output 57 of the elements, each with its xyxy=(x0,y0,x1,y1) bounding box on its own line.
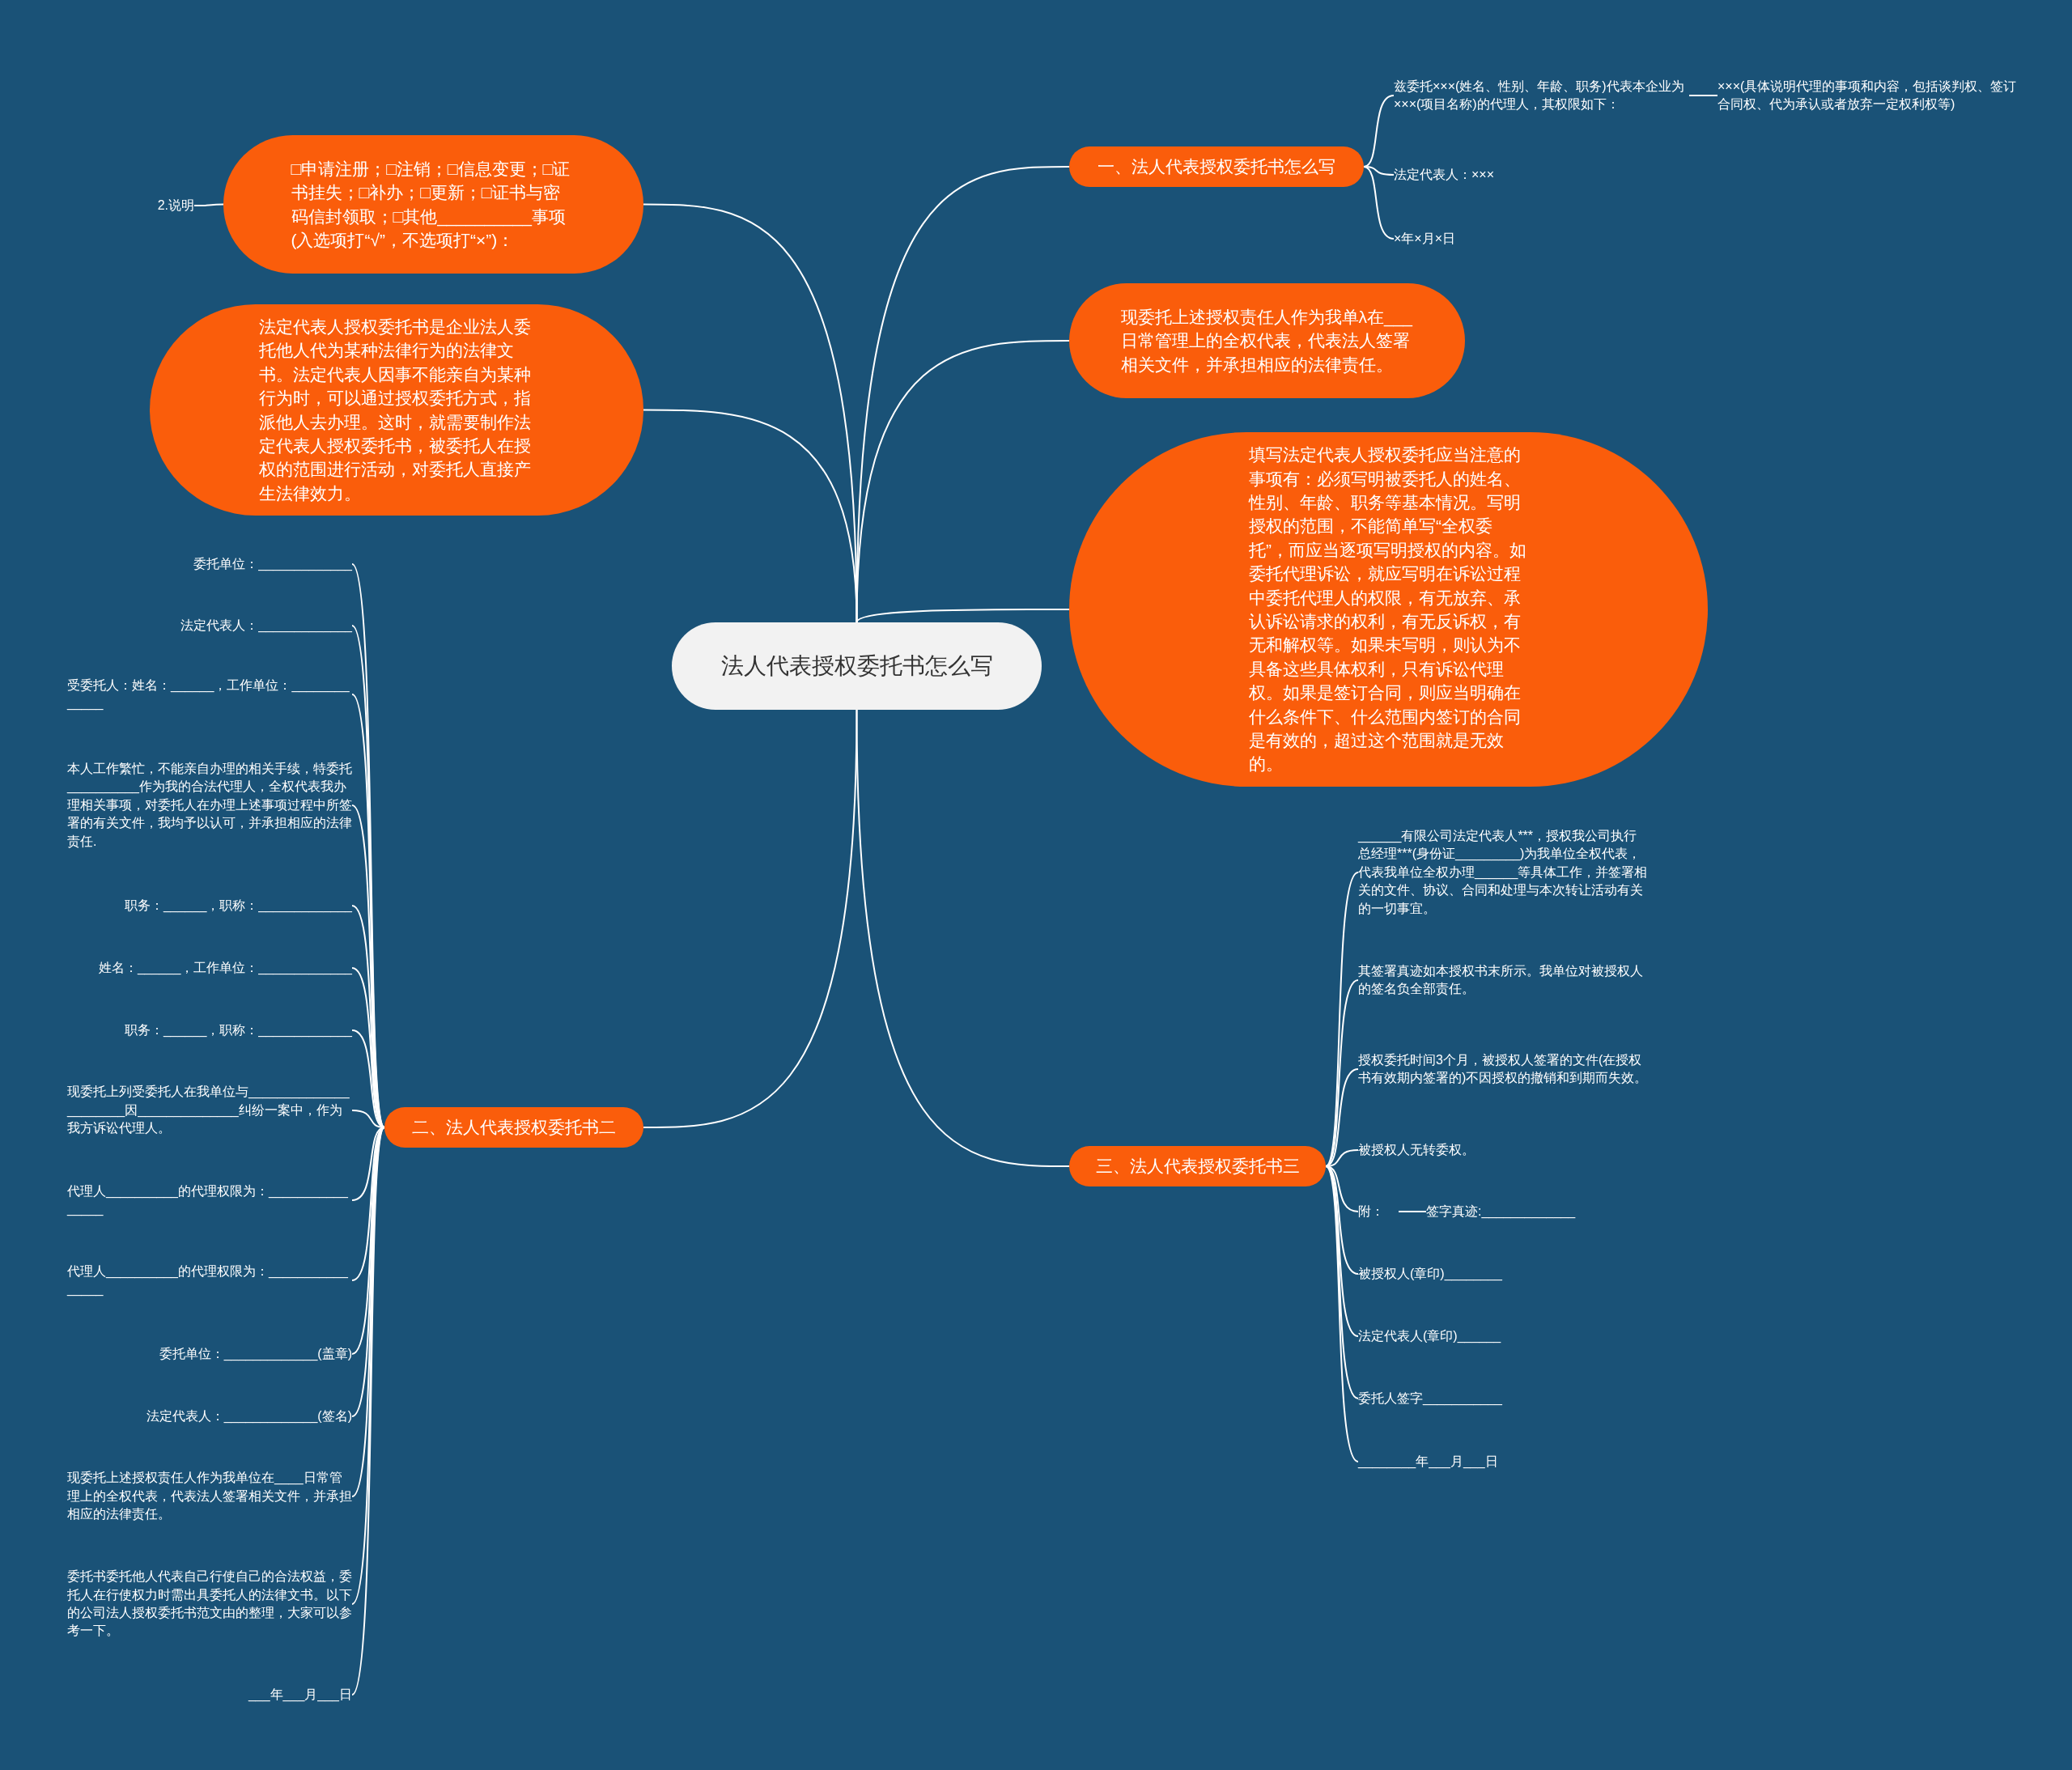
topic-text: 兹委托×××(姓名、性别、年龄、职务)代表本企业为×××(项目名称)的代理人，其权限如下： xyxy=(1394,78,1685,112)
topic-text: 法定代表人：××× xyxy=(1394,166,1496,183)
connector-line xyxy=(643,709,858,1128)
topic-text: □申请注册；□注销；□信息变更；□证书挂失；□补办；□更新；□证书与密码信封领取；□其他__________事项(入选项打“√”，不选项打“×”)： xyxy=(291,158,571,251)
connector-line xyxy=(1363,166,1395,240)
connector-line xyxy=(351,1127,385,1696)
topic-text: 现委托上述授权责任人作为我单λ在___日常管理上的全权代表，代表法人签署相关文件，并承担相应的法律责任。 xyxy=(1120,306,1414,376)
topic-pill xyxy=(384,1107,643,1148)
topic-text: 委托单位：_____________ xyxy=(193,555,352,573)
topic-text: 职务：______，职称：_____________ xyxy=(123,1021,352,1039)
connector-line xyxy=(856,709,1070,1167)
topic-text: 法定代表人授权委托书是企业法人委托他人代为某种法律行为的法律文书。法定代表人因事不能亲自为某种行为时，可以通过授权委托方式，指派他人去办理。这时，就需要制作法定代表人授权委托书，被委托人在授权的范围进行活动，对委托人直接产生法律效力。 xyxy=(259,316,532,504)
topic-text: 法人代表授权委托书怎么写 xyxy=(720,652,994,681)
topic-text: 被授权人(章印)________ xyxy=(1358,1265,1503,1283)
connector-line xyxy=(1363,95,1395,168)
topic-text: 2.说明 xyxy=(156,197,194,214)
topic-text: 委托单位：_____________(盖章) xyxy=(158,1345,352,1363)
connector-line xyxy=(1363,166,1395,176)
topic-text: 职务：______，职称：_____________ xyxy=(123,897,352,915)
topic-text: ×××(具体说明代理的事项和内容，包括谈判权、签订合同权、代为承认或者放弃一定权利权等) xyxy=(1717,78,2017,112)
topic-text: 三、法人代表授权委托书三 xyxy=(1094,1156,1301,1178)
topic-text: 其签署真迹如本授权书末所示。我单位对被授权人的签名负全部责任。 xyxy=(1358,962,1644,997)
topic-text: 授权委托时间3个月，被授权人签署的文件(在授权书有效期内签署的)不因授权的撤销和到期而失效。 xyxy=(1358,1051,1649,1086)
topic-text: 附： xyxy=(1358,1203,1385,1220)
topic-text: 被授权人无转委权。 xyxy=(1358,1141,1475,1158)
topic-text: 受委托人：姓名：______，工作单位：_____________ xyxy=(67,677,350,712)
connector-line xyxy=(1398,1211,1427,1212)
topic-text: 现委托上列受委托人在我单位与______________________因______________纠纷一案中，作为我方诉讼代理人。 xyxy=(67,1084,350,1137)
topic-text: 委托人签字___________ xyxy=(1358,1390,1503,1407)
topic-text: ________年___月___日 xyxy=(1358,1453,1499,1471)
connector-line xyxy=(1325,1165,1359,1462)
topic-text: 法定代表人(章印)______ xyxy=(1358,1327,1502,1345)
topic-text: 委托书委托他人代表自己行使自己的合法权益，委托人在行使权力时需出具委托人的法律文书。以下的公司法人授权委托书范文由的整理，大家可以参考一下。 xyxy=(67,1568,352,1640)
topic-text: 二、法人代表授权委托书二 xyxy=(411,1117,617,1139)
topic-text: 一、法人代表授权委托书怎么写 xyxy=(1097,156,1336,178)
connector-line xyxy=(1688,95,1718,96)
topic-text: ______有限公司法定代表人***，授权我公司执行总经理***(身份证_________)为我单位全权代表，代表我单位全权办理______等具体工作，并签署相关的文件、协议、合同和处理与本次转让活动有关的一切事宜。 xyxy=(1358,828,1649,917)
connector-line xyxy=(856,609,1070,623)
topic-text: 现委托上述授权责任人作为我单位在____日常管理上的全权代表，代表法人签署相关文件，并承担相应的法律责任。 xyxy=(67,1470,352,1523)
connector-line xyxy=(193,203,224,206)
topic-text: 签字真迹:_____________ xyxy=(1426,1203,1577,1220)
topic-text: 法定代表人：_____________(签名) xyxy=(145,1407,352,1425)
connector-line xyxy=(351,1127,385,1417)
connector-line xyxy=(1325,1165,1359,1399)
topic-text: 代理人__________的代理权限为：________________ xyxy=(67,1263,349,1298)
topic-text: 填写法定代表人授权委托应当注意的事项有：必须写明被委托人的姓名、性别、年龄、职务等基本情况。写明授权的范围，不能简单写“全权委托”，而应当逐项写明授权的内容。如委托代理诉讼，就应写明在诉讼过程中委托代理人的权限，有无放弃、承认诉讼请求的权利，有无反诉权，有无和解权等。如果未写明，则认为不具备这些具体权利，只有诉讼代理权。如果是签订合同，则应当明确在什么条件下、什么范围内签订的合同是有效的，超过这个范围就是无效的。 xyxy=(1249,444,1527,775)
connector-line xyxy=(856,340,1070,623)
topic-pill xyxy=(1069,146,1364,187)
topic-text: 本人工作繁忙，不能亲自办理的相关手续，特委托__________作为我的合法代理人，全权代表我办理相关事项，对委托人在办理上述事项过程中所签署的有关文件，我均予以认可，并承担相应的法律责任. xyxy=(67,761,352,850)
topic-pill xyxy=(1069,1146,1326,1186)
connector-line xyxy=(1325,872,1359,1167)
topic-text: 法定代表人：_____________ xyxy=(180,617,352,635)
topic-text: 姓名：______，工作单位：_____________ xyxy=(97,959,352,977)
topic-text: ×年×月×日 xyxy=(1394,230,1457,247)
topic-text: ___年___月___日 xyxy=(247,1686,352,1704)
connector-line xyxy=(643,409,858,623)
topic-text: 代理人__________的代理权限为：________________ xyxy=(67,1182,349,1218)
